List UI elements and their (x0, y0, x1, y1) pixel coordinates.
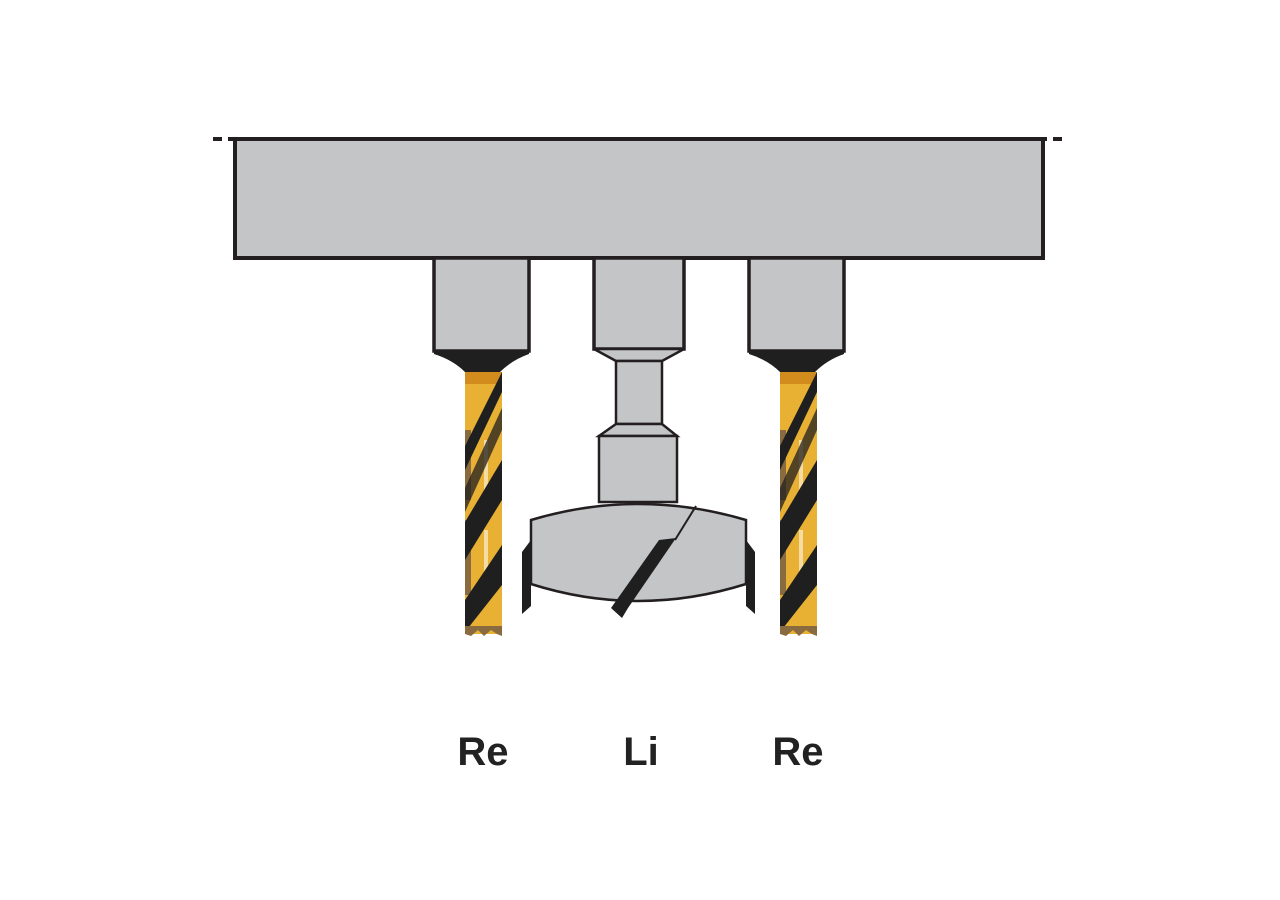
drill-head-body (233, 137, 1045, 260)
center-spindle (592, 256, 686, 504)
left-spindle (432, 256, 531, 372)
left-drill-bit (465, 372, 502, 636)
right-drill-label: Re (772, 730, 823, 774)
left-drill-label: Re (457, 730, 508, 774)
right-spindle (747, 256, 846, 372)
center-cutter-label: Li (623, 730, 659, 774)
hinge-cutter (522, 502, 755, 618)
right-drill-bit (780, 372, 817, 636)
